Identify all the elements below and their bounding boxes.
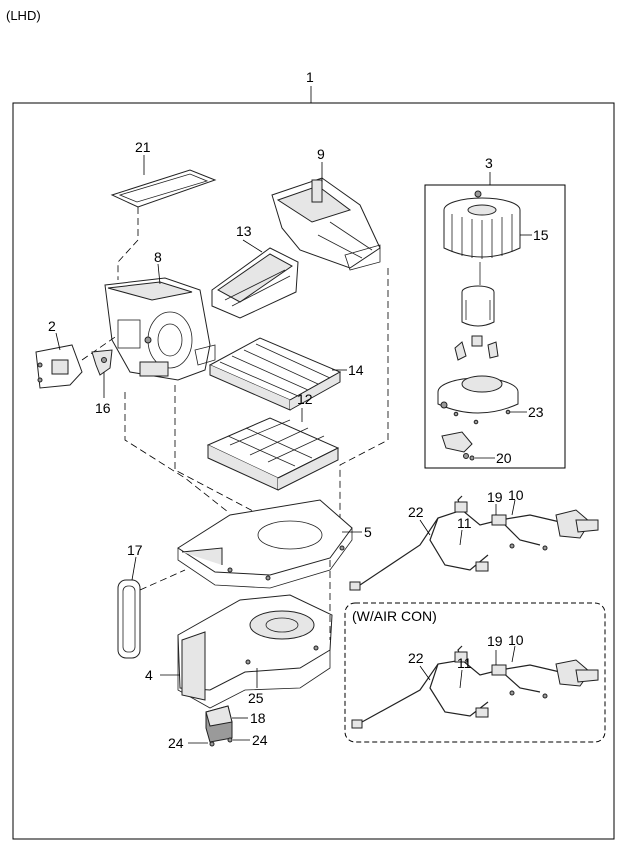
leader-2	[55, 332, 61, 351]
part-5-lower-case	[177, 499, 353, 589]
blower-motor-subbox	[424, 184, 566, 469]
callout-24-left: 24	[168, 735, 184, 751]
dash-9-5	[339, 268, 389, 530]
callout-20: 20	[496, 450, 512, 466]
callout-22-upper: 22	[408, 504, 424, 520]
leader-8	[157, 263, 161, 285]
callout-24-right: 24	[252, 732, 268, 748]
part-12-filter-frame	[206, 417, 340, 491]
aircon-variant-box	[344, 602, 606, 743]
callout-19-upper: 19	[487, 489, 503, 505]
leader-13	[242, 239, 263, 253]
dash-17-5	[139, 569, 186, 591]
wiring-harness-aircon	[351, 645, 599, 729]
callout-18: 18	[250, 710, 266, 726]
callout-10-aircon: 10	[508, 632, 524, 648]
part-17-seal	[117, 579, 141, 659]
part-9-upper-housing	[271, 177, 381, 271]
callout-3: 3	[485, 155, 493, 171]
part-4-blower-case	[177, 594, 333, 709]
part-15-fan	[443, 190, 521, 259]
leader-22a	[419, 519, 431, 536]
part-16-link	[91, 349, 113, 376]
callout-8: 8	[154, 249, 162, 265]
part-24-screw-left	[209, 741, 215, 747]
callout-9: 9	[317, 146, 325, 162]
callout-15: 15	[533, 227, 549, 243]
part-24-screw-right	[227, 737, 233, 743]
callout-13: 13	[236, 223, 252, 239]
callout-14: 14	[348, 362, 364, 378]
aircon-variant-label: (W/AIR CON)	[352, 608, 437, 624]
callout-16: 16	[95, 400, 111, 416]
leader-17	[131, 556, 137, 581]
part-20-connector	[441, 431, 475, 461]
callout-25: 25	[248, 690, 264, 706]
part-13-duct	[211, 247, 299, 319]
part-14-filter	[208, 337, 342, 411]
callout-23: 23	[528, 404, 544, 420]
wiring-harness-standard	[349, 495, 599, 591]
callout-5: 5	[364, 524, 372, 540]
callout-19-aircon: 19	[487, 633, 503, 649]
leader-10b	[511, 645, 516, 663]
part-8-intake-case	[104, 277, 216, 381]
part-18-resistor	[205, 705, 233, 743]
dash-8-5	[124, 392, 229, 513]
callout-10-upper: 10	[508, 487, 524, 503]
callout-11-aircon: 11	[457, 655, 472, 671]
motor-base-plate	[437, 375, 519, 425]
leader-10a	[511, 499, 516, 516]
callout-22-aircon: 22	[408, 650, 424, 666]
leader-22b	[419, 665, 431, 681]
callout-12: 12	[297, 391, 313, 407]
callout-1: 1	[306, 69, 314, 85]
callout-4: 4	[145, 667, 153, 683]
blower-motor	[454, 262, 499, 361]
callout-21: 21	[135, 139, 151, 155]
dash-13-5	[174, 385, 271, 521]
part-2-actuator	[35, 344, 83, 389]
callout-11-upper: 11	[457, 515, 472, 531]
variant-label: (LHD)	[6, 8, 41, 23]
dash-21-8	[117, 207, 139, 280]
dash-2-8	[81, 334, 119, 361]
assembly-frame	[12, 102, 615, 840]
callout-17: 17	[127, 542, 143, 558]
callout-2: 2	[48, 318, 56, 334]
part-21-gasket	[110, 169, 217, 208]
leader-11b	[459, 669, 463, 689]
leader-11a	[459, 529, 463, 546]
